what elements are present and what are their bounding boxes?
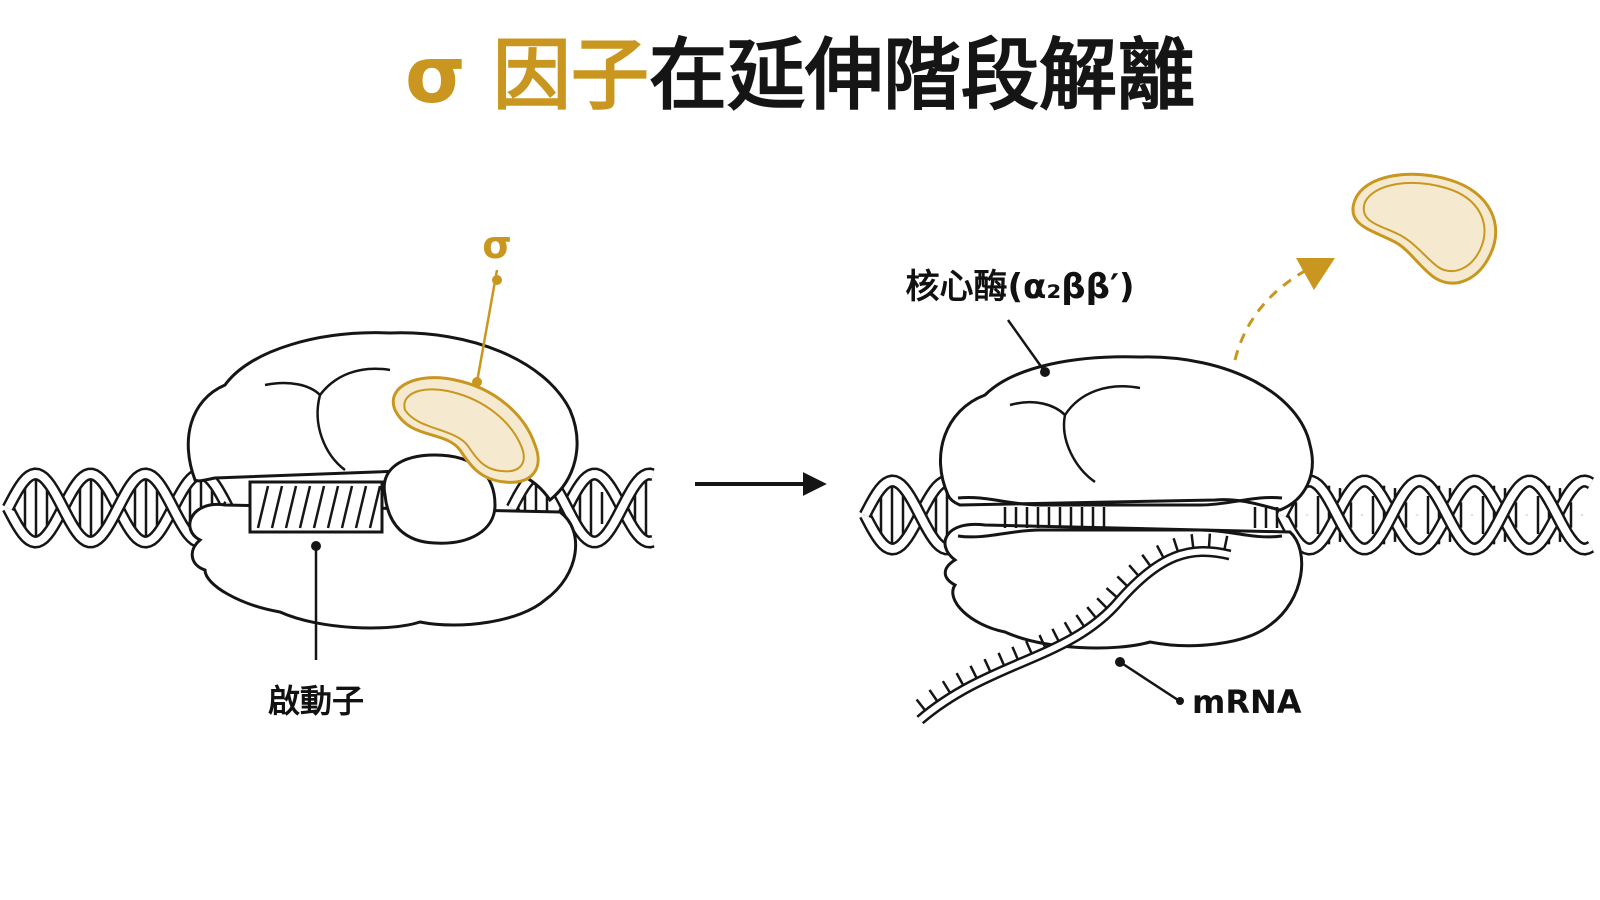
left-sigma-factor: [391, 376, 540, 484]
mrna-nucleotide: [1223, 535, 1229, 549]
sigma-leader-dot-top: [492, 275, 502, 285]
mrna-nucleotide: [1155, 544, 1165, 558]
core-enzyme-label: 核心酶(α₂ββ′): [906, 267, 1135, 307]
mrna-nucleotide: [1207, 533, 1212, 547]
promoter-region: [248, 480, 384, 534]
mrna-nucleotide: [1011, 646, 1019, 660]
promoter-leader-dot: [311, 541, 321, 551]
left-open-complex: [382, 453, 497, 545]
sigma-label: σ: [482, 223, 512, 267]
left-enzyme-inner-contour-2: [316, 394, 346, 471]
bubble-bottom-strand: [957, 528, 1283, 539]
mrna-leader-line: [1119, 660, 1179, 702]
mrna-strand: [915, 533, 1232, 725]
right-panel: 核心酶(α₂ββ′) mRNA: [859, 172, 1595, 725]
mrna-nucleotide: [1086, 606, 1097, 618]
left-enzyme-inner-contour-1: [264, 367, 391, 397]
mrna-leader-dot-end: [1176, 697, 1184, 705]
release-arrow-head: [1296, 258, 1335, 290]
promoter-hatch: [284, 485, 298, 529]
sigma-leader-dot-bottom: [472, 377, 482, 387]
core-enzyme-leader-dot: [1040, 367, 1050, 377]
promoter-hatch: [354, 485, 368, 529]
mrna-nucleotide: [955, 672, 964, 686]
right-enzyme-upper-body: [939, 355, 1314, 512]
left-panel: σ 啟動子: [2, 223, 655, 720]
right-enzyme-inner-contour-2: [1062, 414, 1096, 484]
mrna-nucleotide: [928, 689, 938, 702]
mrna-leader-dot: [1115, 657, 1125, 667]
mrna-nucleotide: [1075, 614, 1085, 627]
left-enzyme-lower-lobe: [188, 502, 577, 630]
promoter-hatch: [256, 485, 270, 529]
title-accent: σ 因子: [405, 31, 649, 121]
mrna-nucleotide: [1063, 621, 1073, 635]
promoter-label: 啟動子: [268, 682, 364, 720]
mrna-nucleotide: [969, 665, 978, 679]
page-title: σ 因子在延伸階段解離: [0, 26, 1600, 126]
mrna-nucleotide: [1116, 575, 1128, 587]
mrna-nucleotide: [1025, 640, 1033, 654]
mrna-nucleotide: [1172, 537, 1179, 552]
mrna-nucleotide: [1038, 634, 1047, 648]
promoter-hatch: [270, 485, 284, 529]
mrna-nucleotide: [941, 680, 951, 693]
right-enzyme-inner-contour-1: [1009, 385, 1141, 417]
mrna-nucleotide: [1105, 587, 1118, 598]
released-sigma-factor: [1351, 172, 1498, 285]
mrna-nucleotide: [1096, 597, 1108, 609]
mrna-nucleotide: [983, 658, 992, 672]
release-dashed-arrow: [1233, 266, 1311, 361]
mrna-nucleotide: [1190, 534, 1195, 548]
promoter-hatch: [340, 485, 354, 529]
promoter-hatch: [326, 485, 340, 529]
mrna-nucleotide: [1141, 553, 1151, 567]
mrna-nucleotide: [1051, 628, 1060, 642]
transcription-bubble: [957, 495, 1283, 539]
sigma-leader-line: [475, 269, 499, 383]
promoter-hatch: [312, 485, 326, 529]
mrna-nucleotide: [1128, 564, 1139, 576]
bubble-top-strand: [957, 495, 1283, 507]
mrna-label: mRNA: [1192, 683, 1302, 721]
promoter-hatch: [368, 485, 382, 529]
right-enzyme-lower-lobe: [943, 522, 1304, 650]
promoter-hatch: [298, 485, 312, 529]
core-enzyme-leader-line: [1006, 319, 1047, 373]
mrna-nucleotide: [915, 698, 926, 711]
title-rest: 在延伸階段解離: [648, 31, 1195, 121]
mrna-nucleotide: [997, 652, 1005, 666]
